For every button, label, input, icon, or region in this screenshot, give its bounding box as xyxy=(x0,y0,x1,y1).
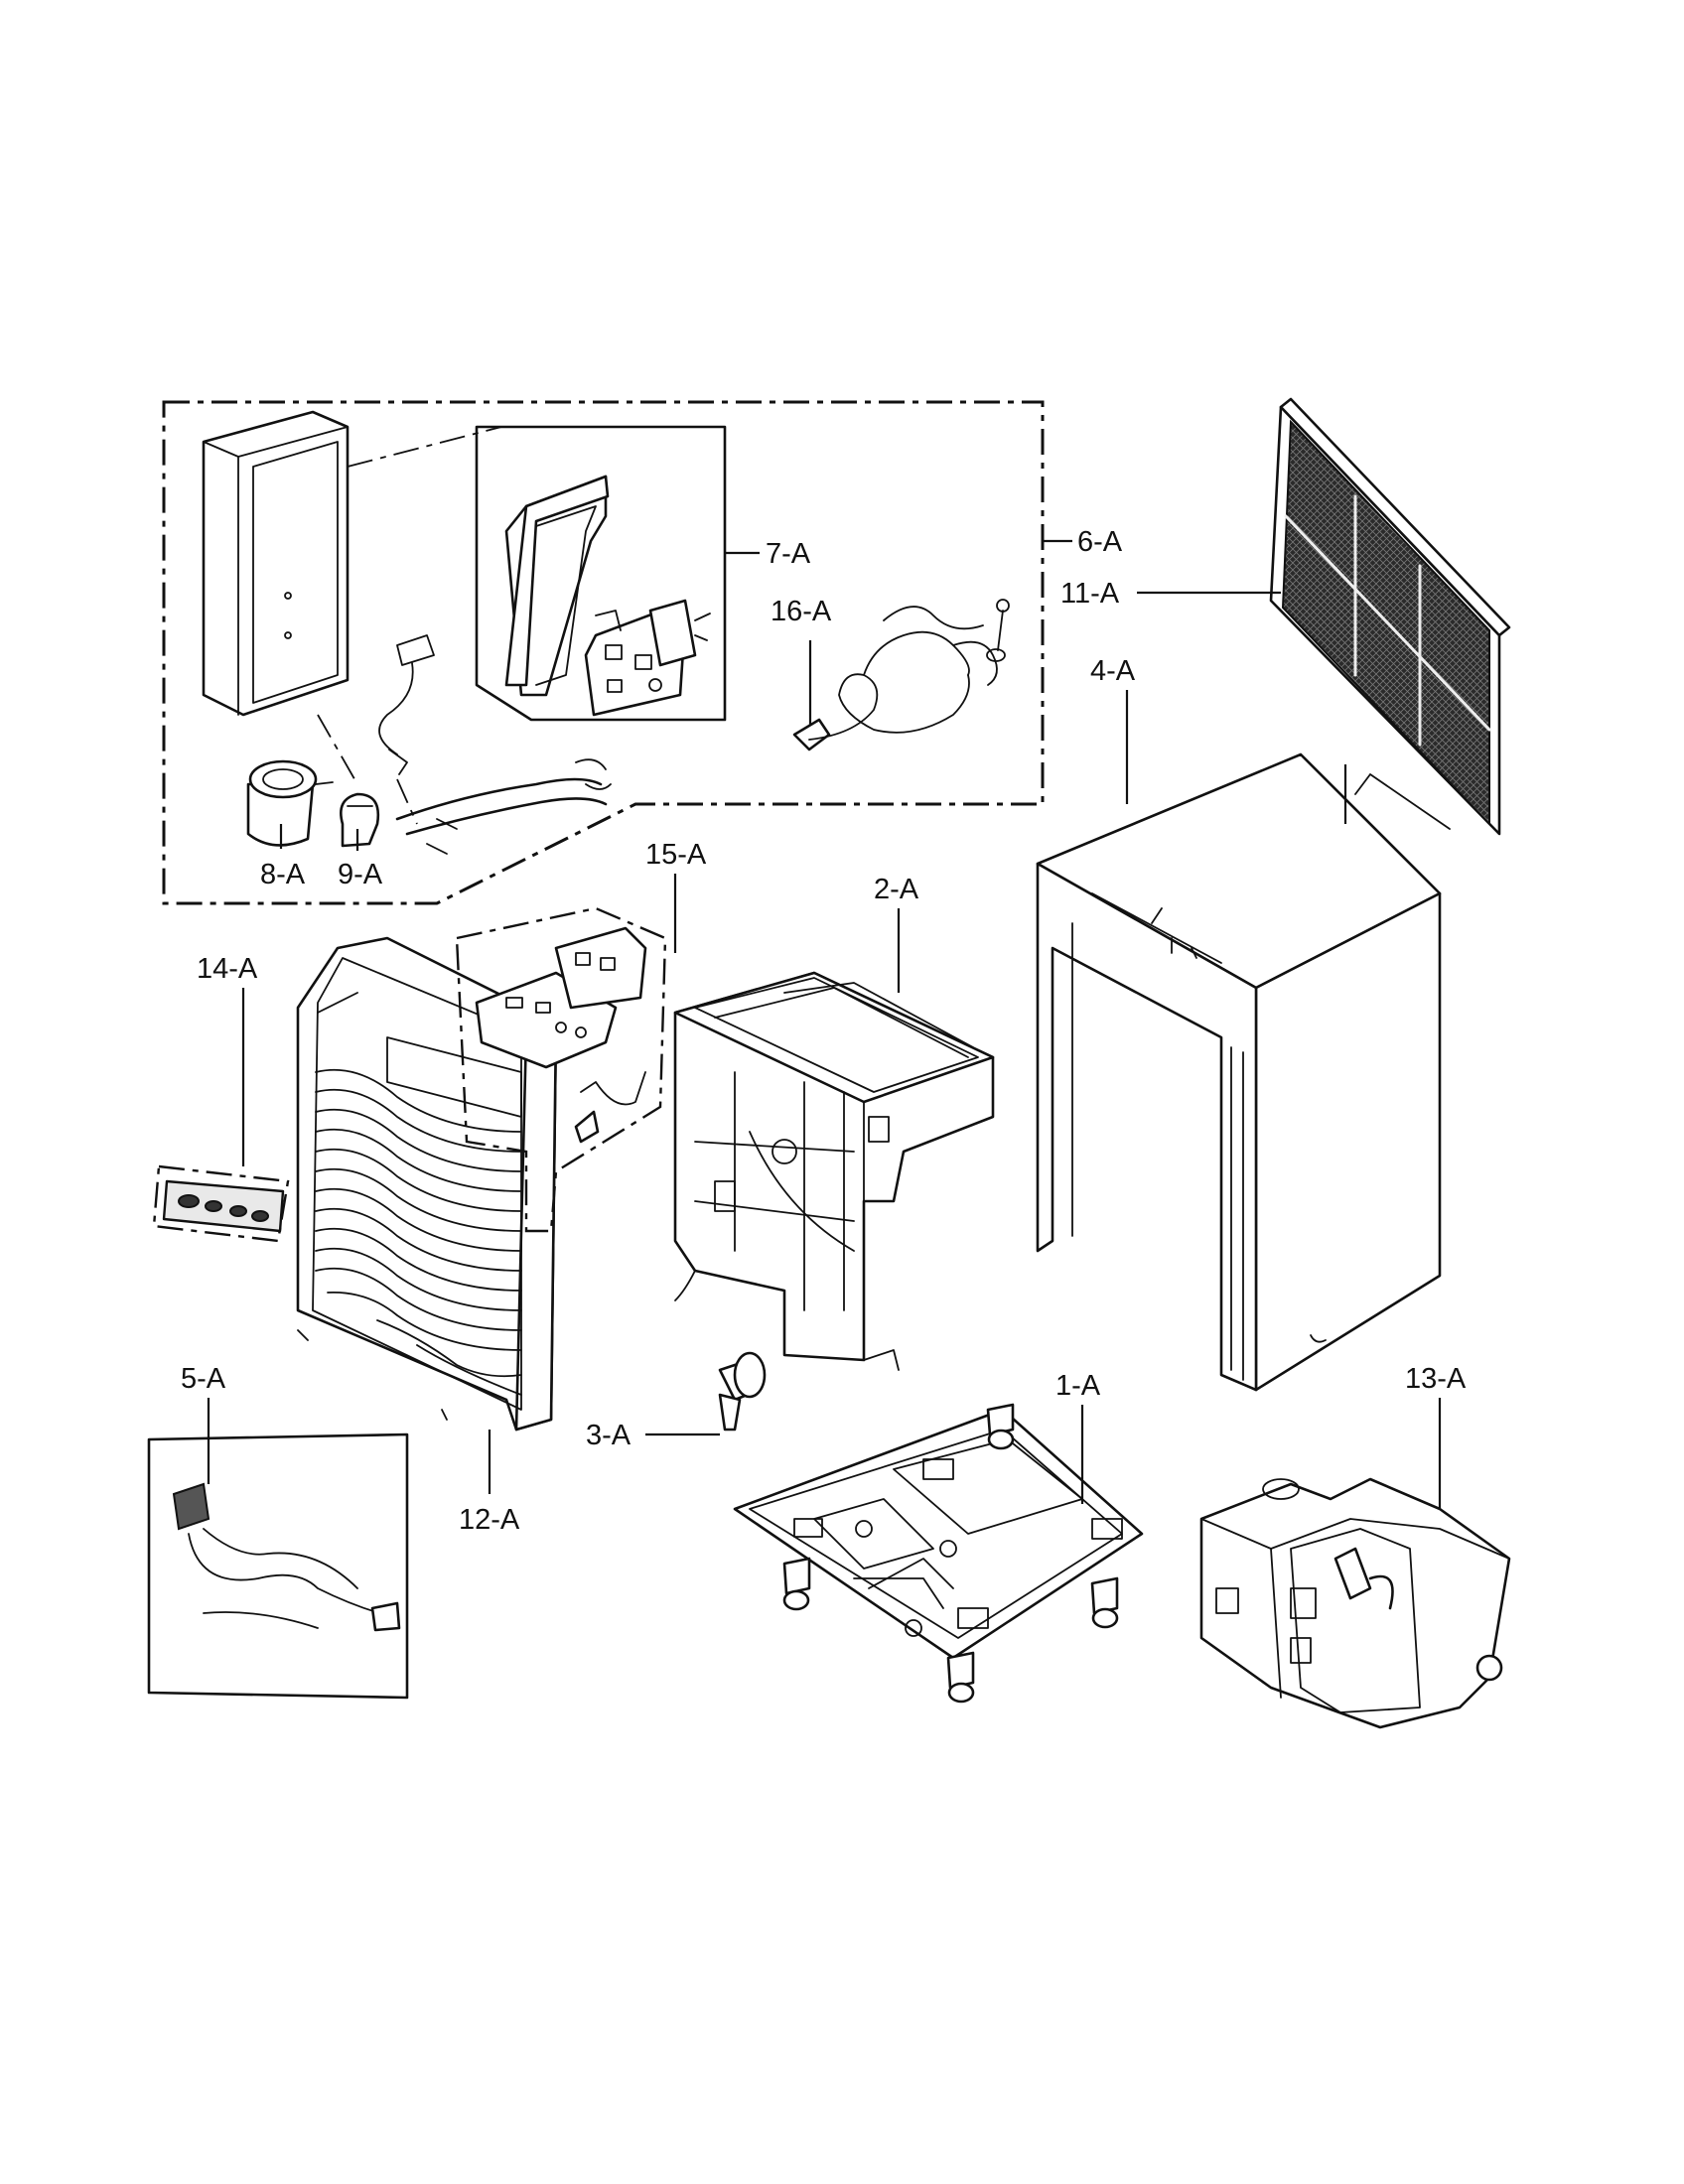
group-boundary-6a xyxy=(162,400,1045,905)
control-box-assembly-group xyxy=(162,400,1045,905)
caster-rear-left xyxy=(986,1403,1015,1450)
label-part-7a: 7-A xyxy=(766,538,811,570)
label-part-12a: 12-A xyxy=(459,1504,520,1536)
label-part-1a: 1-A xyxy=(1055,1370,1101,1402)
drain-pump-part xyxy=(718,1351,767,1432)
caster-front-left xyxy=(782,1557,811,1611)
label-part-5a: 5-A xyxy=(181,1363,226,1395)
label-part-3a: 3-A xyxy=(586,1420,632,1451)
label-part-13a: 13-A xyxy=(1405,1363,1467,1395)
base-chassis-part xyxy=(733,1408,1144,1660)
part-labels: 7-A 6-A 11-A 16-A 4-A 8-A 9-A 15-A 2-A 1… xyxy=(181,526,1467,1536)
cabinet-part xyxy=(1036,752,1451,1392)
capacitor-part xyxy=(246,759,334,847)
label-part-15a: 15-A xyxy=(645,839,707,871)
casters xyxy=(782,1403,1119,1704)
front-grille-louvers xyxy=(315,1068,522,1396)
label-part-14a: 14-A xyxy=(197,953,258,985)
float-switch-group xyxy=(147,1433,409,1700)
evaporator-chassis-part xyxy=(673,971,995,1371)
label-part-2a: 2-A xyxy=(874,874,919,905)
display-overlay-part xyxy=(152,1164,290,1243)
control-box-housing xyxy=(202,410,350,717)
capacitor-bracket-part xyxy=(340,792,380,848)
front-grille-panel-part xyxy=(296,936,558,1432)
label-part-6a: 6-A xyxy=(1077,526,1123,558)
caster-front-right xyxy=(1090,1576,1119,1629)
pcb-assembly-group xyxy=(475,425,727,722)
label-part-16a: 16-A xyxy=(771,596,832,627)
leader-lines xyxy=(207,539,1442,1509)
label-part-11a: 11-A xyxy=(1060,578,1120,610)
control-panel-board-group xyxy=(455,906,667,1233)
label-part-9a: 9-A xyxy=(338,859,383,890)
air-filter-part xyxy=(1269,397,1511,836)
label-part-4a: 4-A xyxy=(1090,655,1136,687)
caster-bottom xyxy=(946,1651,975,1704)
group-boundary-15a xyxy=(455,906,667,1233)
water-bucket-part xyxy=(1199,1477,1511,1729)
label-part-8a: 8-A xyxy=(260,859,306,890)
wire-harness xyxy=(378,634,612,855)
